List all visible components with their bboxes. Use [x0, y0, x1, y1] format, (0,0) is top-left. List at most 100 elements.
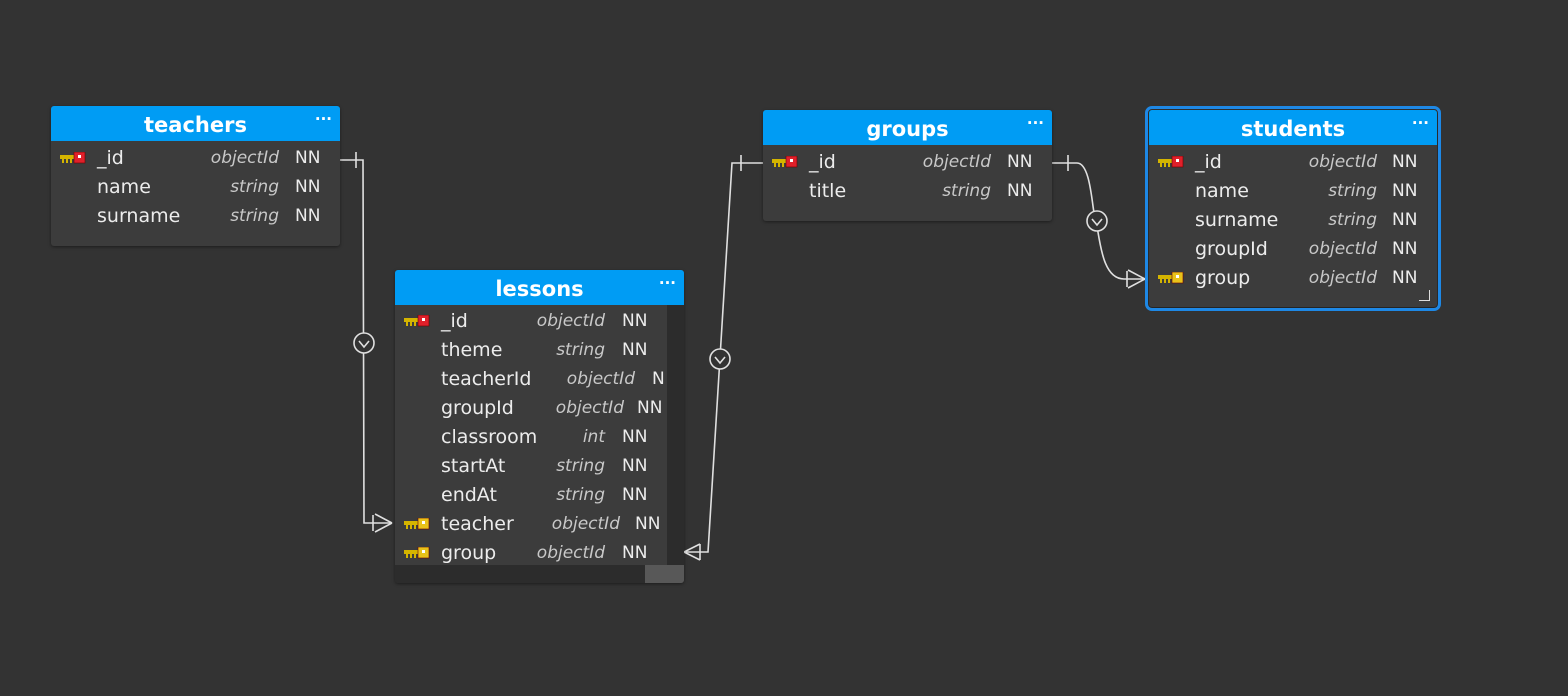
field-list: _id objectId NN title string NN: [763, 145, 1052, 206]
field-row[interactable]: groupId objectId NN: [1149, 235, 1437, 264]
entity-menu-button[interactable]: ···: [1411, 114, 1429, 132]
field-not-null: NN: [1007, 152, 1033, 172]
field-name: name: [1195, 180, 1249, 202]
field-not-null: NN: [622, 427, 648, 447]
field-not-null: NN: [635, 514, 661, 534]
resize-handle[interactable]: [1419, 290, 1430, 301]
field-not-null: NN: [637, 398, 663, 418]
field-name: _id: [809, 151, 836, 173]
field-row[interactable]: group objectId NN: [1149, 264, 1437, 293]
field-name: groupId: [1195, 238, 1268, 260]
entity-groups[interactable]: groups ··· _id objectId NN title string …: [763, 110, 1052, 221]
field-name: teacherId: [441, 368, 532, 390]
field-type: string: [556, 456, 605, 476]
field-type: string: [556, 340, 605, 360]
entity-students[interactable]: students ··· _id objectId NN name string…: [1145, 106, 1441, 311]
field-type: objectId: [1308, 152, 1377, 172]
field-row[interactable]: title string NN: [763, 177, 1052, 206]
field-row[interactable]: teacher objectId NN: [395, 510, 667, 539]
field-not-null: NN: [1392, 239, 1418, 259]
entity-menu-button[interactable]: ···: [1026, 114, 1044, 132]
field-not-null: NN: [1392, 181, 1418, 201]
entity-title: students: [1240, 117, 1346, 141]
field-type: objectId: [1308, 268, 1377, 288]
field-not-null: NN: [622, 543, 648, 563]
field-row[interactable]: _id objectId NN: [395, 307, 667, 336]
field-not-null: NN: [622, 340, 648, 360]
field-row[interactable]: groupId objectId NN: [395, 394, 667, 423]
entity-title: lessons: [495, 277, 584, 301]
field-name: classroom: [441, 426, 538, 448]
field-type: objectId: [555, 398, 624, 418]
field-name: startAt: [441, 455, 506, 477]
field-name: teacher: [441, 513, 514, 535]
relation-groups-lessons[interactable]: [683, 155, 763, 561]
field-not-null: NN: [1392, 268, 1418, 288]
field-not-null: NN: [622, 311, 648, 331]
field-type: int: [582, 427, 605, 447]
field-type: objectId: [536, 311, 605, 331]
field-name: endAt: [441, 484, 497, 506]
field-not-null: NN: [622, 485, 648, 505]
field-list: _id objectId NN name string NN surname s…: [51, 141, 340, 231]
primary-key-icon: [1158, 156, 1184, 168]
entity-menu-button[interactable]: ···: [658, 274, 676, 292]
field-name: groupId: [441, 397, 514, 419]
field-type: objectId: [210, 148, 279, 168]
field-type: string: [230, 177, 279, 197]
entity-lessons[interactable]: lessons ··· _id objectId NN theme string…: [395, 270, 684, 583]
field-not-null: NN: [1392, 152, 1418, 172]
relation-teachers-lessons[interactable]: [340, 152, 393, 533]
entity-header[interactable]: groups ···: [763, 110, 1052, 145]
field-not-null: NN: [622, 456, 648, 476]
field-row[interactable]: teacherId objectId N: [395, 365, 667, 394]
field-name: theme: [441, 339, 503, 361]
field-row[interactable]: startAt string NN: [395, 452, 667, 481]
field-row[interactable]: name string NN: [1149, 177, 1437, 206]
field-row[interactable]: endAt string NN: [395, 481, 667, 510]
field-name: surname: [1195, 209, 1279, 231]
vertical-scrollbar[interactable]: [667, 305, 684, 565]
entity-header[interactable]: students ···: [1149, 110, 1437, 145]
scrollbar-corner: [645, 565, 684, 583]
primary-key-icon: [772, 156, 798, 168]
entity-header[interactable]: lessons ···: [395, 270, 684, 305]
entity-header[interactable]: teachers ···: [51, 106, 340, 141]
foreign-key-icon: [1158, 272, 1184, 284]
field-name: title: [809, 180, 847, 202]
field-row[interactable]: _id objectId NN: [763, 148, 1052, 177]
field-type: string: [556, 485, 605, 505]
field-type: string: [230, 206, 279, 226]
field-type: string: [1328, 210, 1377, 230]
field-name: group: [1195, 267, 1251, 289]
foreign-key-icon: [404, 518, 430, 530]
field-list: _id objectId NN theme string NN teacherI…: [395, 305, 667, 568]
primary-key-icon: [60, 152, 86, 164]
field-not-null: NN: [1007, 181, 1033, 201]
field-row[interactable]: group objectId NN: [395, 539, 667, 568]
primary-key-icon: [404, 315, 430, 327]
field-row[interactable]: surname string NN: [1149, 206, 1437, 235]
field-row[interactable]: classroom int NN: [395, 423, 667, 452]
field-list: _id objectId NN name string NN surname s…: [1149, 145, 1437, 293]
field-not-null: NN: [295, 148, 321, 168]
entity-title: groups: [866, 117, 949, 141]
field-type: objectId: [536, 543, 605, 563]
field-row[interactable]: surname string NN: [51, 202, 340, 231]
entity-menu-button[interactable]: ···: [314, 110, 332, 128]
relation-groups-students[interactable]: [1052, 155, 1146, 289]
field-name: _id: [1195, 151, 1222, 173]
field-type: string: [1328, 181, 1377, 201]
entity-title: teachers: [144, 113, 247, 137]
foreign-key-icon: [404, 547, 430, 559]
field-row[interactable]: _id objectId NN: [1149, 148, 1437, 177]
horizontal-scrollbar[interactable]: [395, 565, 667, 583]
field-row[interactable]: _id objectId NN: [51, 144, 340, 173]
entity-teachers[interactable]: teachers ··· _id objectId NN name string…: [51, 106, 340, 246]
field-name: name: [97, 176, 151, 198]
field-row[interactable]: theme string NN: [395, 336, 667, 365]
field-name: surname: [97, 205, 181, 227]
field-row[interactable]: name string NN: [51, 173, 340, 202]
